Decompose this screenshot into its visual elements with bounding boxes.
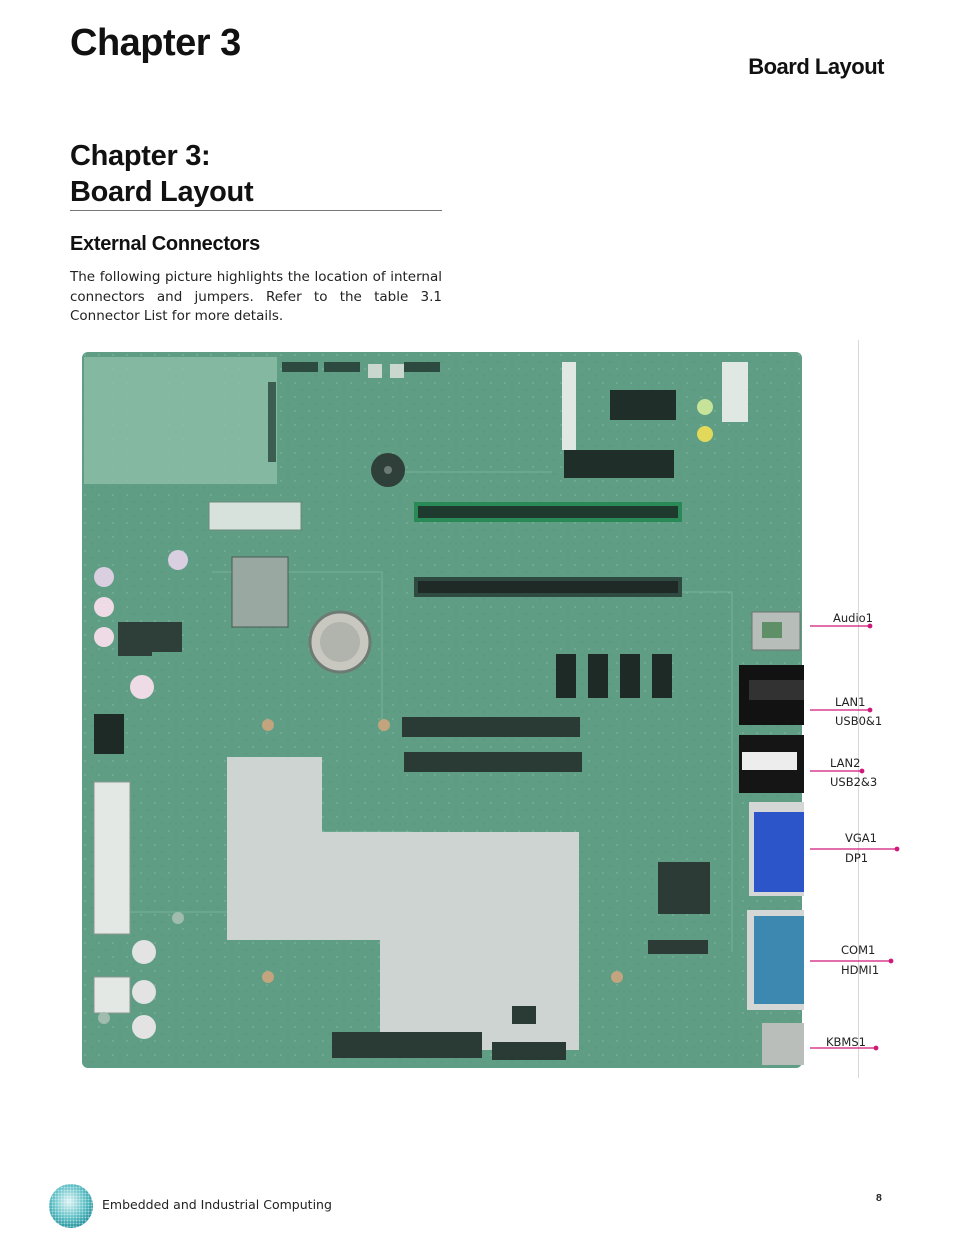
margin-line <box>858 340 859 1078</box>
chapter-title-line1: Chapter 3: <box>70 140 211 172</box>
company-logo-icon <box>49 1184 93 1228</box>
chapter-title-line2: Board Layout <box>70 176 254 208</box>
label-audio1: Audio1 <box>833 611 874 625</box>
label-com1: COM1 <box>841 943 876 957</box>
section-header: Board Layout <box>748 54 884 79</box>
intro-paragraph: The following picture highlights the loc… <box>70 269 442 324</box>
board-image <box>82 352 827 1068</box>
label-lan1: LAN1 <box>835 695 866 709</box>
chapter-title: Chapter 3: Board Layout <box>70 138 254 210</box>
title-rule <box>70 210 442 211</box>
label-vga1: VGA1 <box>845 831 877 845</box>
label-lan2: LAN2 <box>830 756 861 770</box>
section-subheading: External Connectors <box>70 233 260 255</box>
label-usb0-1: USB0&1 <box>835 714 883 728</box>
chapter-header: Chapter 3 <box>70 22 241 64</box>
page-number: 8 <box>876 1192 882 1204</box>
footer-company: Embedded and Industrial Computing <box>102 1197 332 1212</box>
label-kbms1: KBMS1 <box>826 1035 866 1049</box>
label-hdmi1: HDMI1 <box>841 963 880 977</box>
motherboard-illustration <box>82 352 827 1068</box>
label-dp1: DP1 <box>845 851 869 865</box>
label-usb2-3: USB2&3 <box>830 775 878 789</box>
